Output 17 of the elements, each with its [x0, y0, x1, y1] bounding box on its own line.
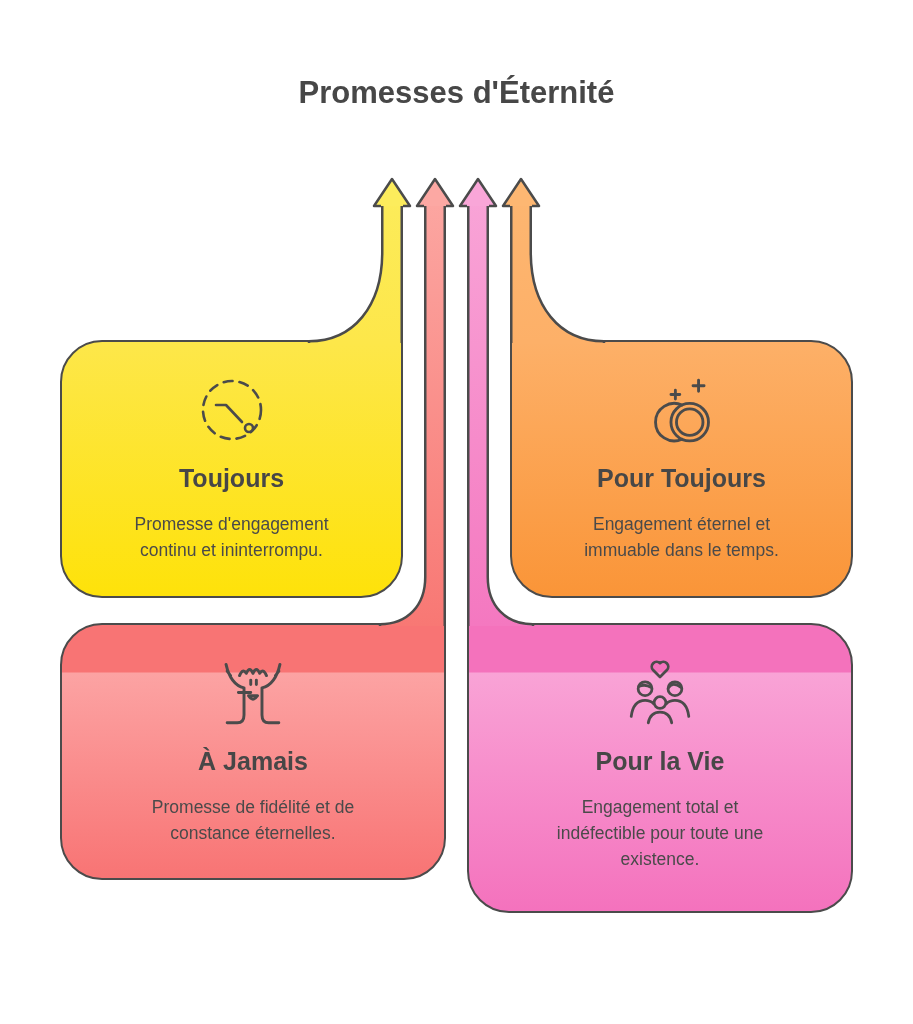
card-heading: À Jamais [198, 745, 308, 776]
arrow [501, 177, 606, 345]
card [60, 623, 446, 880]
card-description: Engagement éternel et immuable dans le temps. [583, 512, 780, 562]
card-heading: Pour Toujours [597, 462, 766, 493]
card-description: Promesse de fidélité et de constance éternelles. [150, 795, 356, 845]
card [60, 340, 403, 598]
card-description: Engagement total et indéfectible pour toute une existence. [555, 795, 765, 871]
arrow [458, 177, 535, 628]
card-heading: Toujours [178, 462, 285, 493]
arrow [307, 177, 412, 345]
diagram-title: Promesses d'Éternité [298, 74, 615, 112]
card [510, 340, 853, 598]
arrow [378, 177, 455, 628]
card-description: Promesse d'engagement continu et ininterrompu. [133, 512, 330, 562]
card [467, 623, 853, 913]
card-heading: Pour la Vie [595, 745, 725, 776]
